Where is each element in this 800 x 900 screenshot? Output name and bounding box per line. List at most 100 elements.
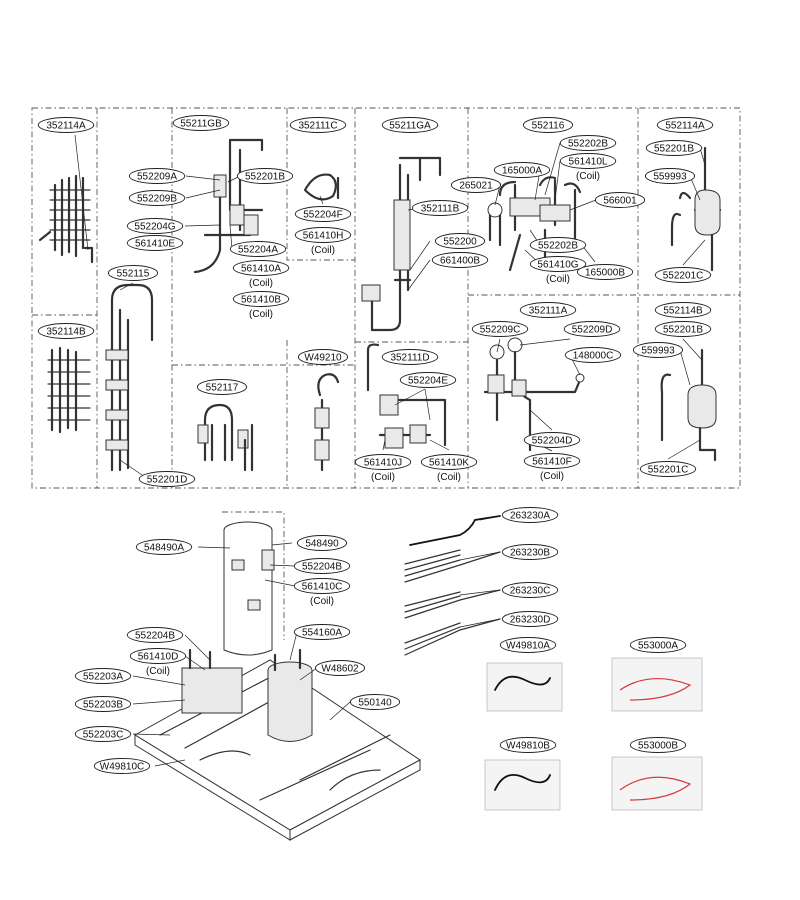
part-sublabel: (Coil) (546, 274, 570, 285)
callout-oval (296, 535, 348, 551)
part-number-label: 561410F (532, 457, 571, 468)
callout-352111A: 352111A (519, 302, 577, 318)
callout-oval (74, 726, 132, 742)
callout-oval (639, 461, 697, 477)
callout-263230A: 263230A (501, 507, 559, 523)
callout-W49810B: W49810B (499, 737, 557, 753)
callout-oval (563, 321, 621, 337)
part-number-label: 148000C (573, 351, 614, 362)
callout-561410G: 561410G(Coil) (529, 256, 587, 285)
callout-553000B: 553000B (629, 737, 687, 753)
part-number-label: 561410C (302, 582, 343, 593)
callout-552204B-2: 552204B (126, 627, 184, 643)
part-number-label: 552114B (663, 306, 703, 317)
callout-oval (420, 454, 478, 470)
callout-165000A: 165000A (493, 162, 551, 178)
callout-oval (129, 648, 187, 664)
part-number-label: 552202B (568, 139, 608, 150)
callout-561410K: 561410K(Coil) (420, 454, 478, 483)
part-number-label: 552201B (654, 144, 694, 155)
callout-oval (519, 302, 577, 318)
part-number-label: W49810B (506, 741, 550, 752)
part-number-label: 552203B (83, 700, 123, 711)
callout-352111B: 352111B (411, 200, 469, 216)
callout-165000B: 165000B (576, 264, 634, 280)
callout-552117: 552117 (196, 379, 248, 395)
part-sublabel: (Coil) (540, 471, 564, 482)
part-number-label: 552201B (245, 172, 285, 183)
part-number-label: 352111D (390, 353, 429, 364)
callout-oval (656, 117, 714, 133)
part-number-label: 561410K (429, 458, 469, 469)
callout-oval (450, 177, 502, 193)
callout-oval (297, 349, 349, 365)
part-number-label: 552204E (408, 376, 448, 387)
callout-552209A: 552209A (128, 168, 186, 184)
callout-552209D: 552209D (563, 321, 621, 337)
part-number-label: 552204B (135, 631, 175, 642)
callout-552115: 552115 (107, 265, 159, 281)
callout-552204F: 552204F (294, 206, 352, 222)
part-number-label: 552116 (532, 121, 565, 132)
callout-oval (314, 660, 366, 676)
callout-oval (354, 454, 412, 470)
callout-561410D: 561410D(Coil) (129, 648, 187, 677)
callout-oval (138, 471, 196, 487)
callout-352114B: 352114B (37, 323, 95, 339)
callout-oval (399, 372, 457, 388)
callout-566001: 566001 (594, 192, 646, 208)
callout-559993-1: 559993 (644, 168, 696, 184)
callout-oval (654, 267, 712, 283)
part-number-label: 553000B (638, 741, 678, 752)
callout-263230C: 263230C (501, 582, 559, 598)
part-number-label: 552203A (83, 672, 123, 683)
callout-552200: 552200 (434, 233, 486, 249)
callout-oval (128, 168, 186, 184)
part-number-label: 352111C (298, 121, 337, 132)
part-number-label: 552117 (206, 383, 239, 394)
part-number-label: 552204B (302, 562, 342, 573)
part-W49210-illustration (314, 373, 340, 472)
part-number-label: 566001 (603, 196, 637, 207)
callout-552201B-2: 552201B (645, 140, 703, 156)
callout-552209B: 552209B (128, 190, 186, 206)
part-number-label: 552115 (117, 269, 150, 280)
callout-oval (37, 323, 95, 339)
part-552114A-right-illustration (670, 146, 722, 272)
callout-552202B-1: 552202B (559, 135, 617, 151)
part-number-label: 561410B (241, 295, 281, 306)
callout-oval (236, 168, 294, 184)
callout-561410H: 561410H (Coil) (294, 227, 352, 256)
callout-552209C: 552209C (471, 321, 529, 337)
part-number-label: W49810C (100, 762, 144, 773)
callout-oval (529, 237, 587, 253)
part-number-label: 352114A (46, 121, 86, 132)
callout-552203C: 552203C (74, 726, 132, 742)
part-number-label: 552209D (572, 325, 613, 336)
callout-oval (128, 190, 186, 206)
callout-oval (559, 153, 617, 169)
callout-oval (493, 162, 551, 178)
callout-oval (501, 544, 559, 560)
part-number-label: 559993 (653, 172, 687, 183)
callout-552204E: 552204E (399, 372, 457, 388)
callout-oval (229, 241, 287, 257)
callout-oval (289, 117, 347, 133)
part-352114B-illustration (47, 346, 91, 434)
part-number-label: 552204D (532, 436, 573, 447)
part-number-label: W49810A (506, 641, 550, 652)
part-552117-illustration (197, 403, 254, 472)
callout-oval (564, 347, 622, 363)
part-sublabel: (Coil) (371, 472, 395, 483)
callout-oval (522, 117, 574, 133)
callout-oval (632, 342, 684, 358)
part-352114A-illustration (38, 174, 94, 264)
callout-552203A: 552203A (74, 668, 132, 684)
part-sublabel: (Coil) (311, 245, 335, 256)
callout-552201B-1: 552201B (236, 168, 294, 184)
callout-oval (126, 235, 184, 251)
callout-oval (293, 558, 351, 574)
part-number-label: 561410H (303, 231, 344, 242)
callout-oval (501, 507, 559, 523)
callout-552204D: 552204D (523, 432, 581, 448)
